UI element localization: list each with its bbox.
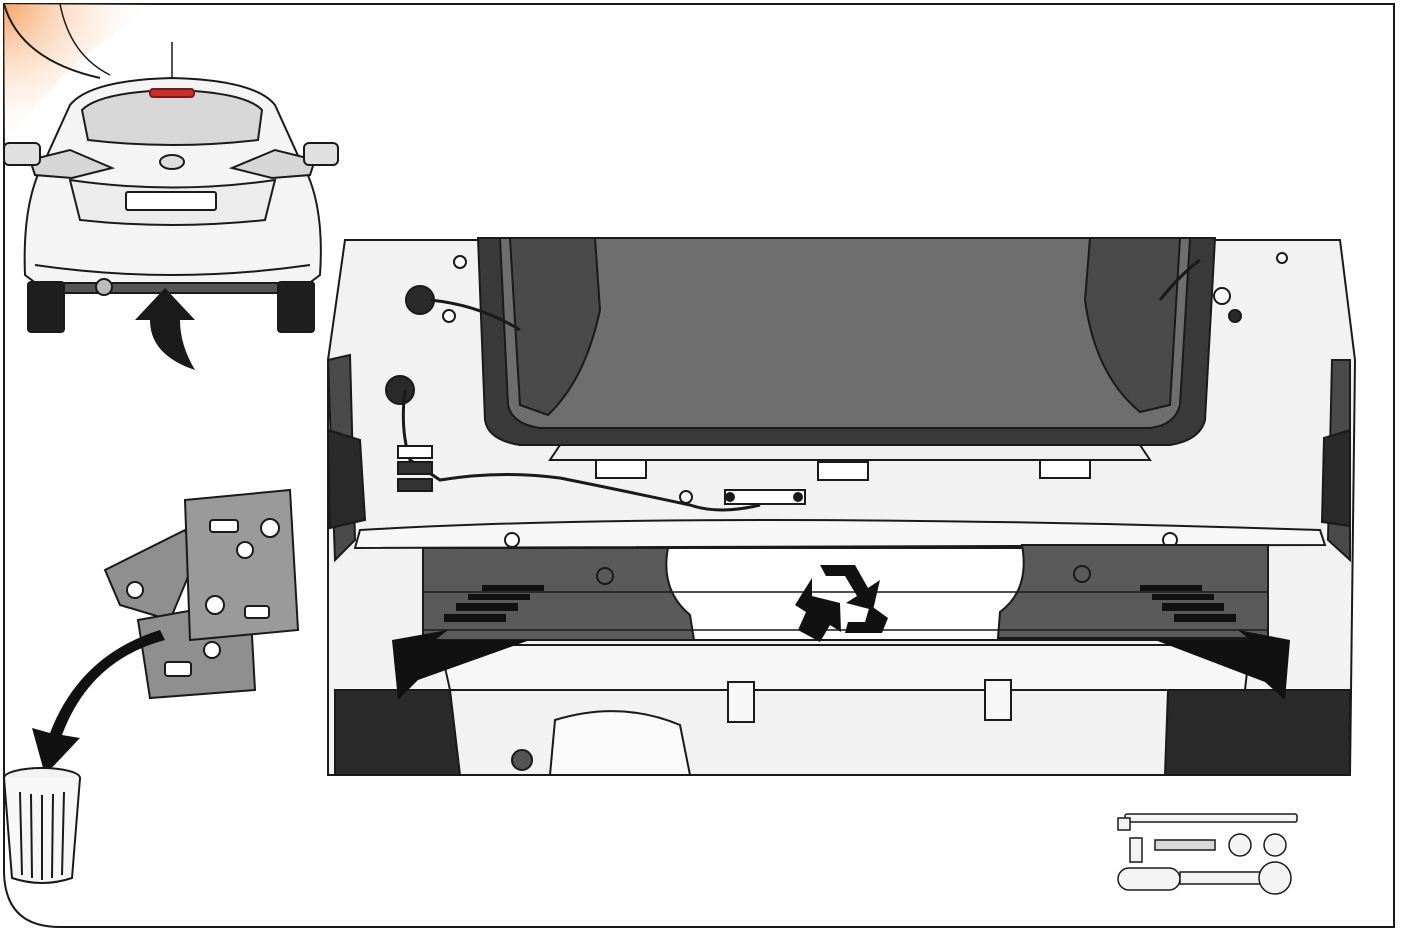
bumper-beam-detail (326, 237, 1357, 776)
recycle-icon (795, 565, 888, 642)
bracket-parts (103, 488, 300, 700)
discard-arrow-icon (32, 630, 165, 775)
page-frame (3, 3, 1395, 928)
remove-arrow-left-icon (392, 585, 544, 700)
remove-arrow-right-icon (1140, 585, 1290, 700)
curved-arrow-up-icon (135, 288, 195, 370)
toolset-icon (1117, 813, 1298, 895)
corner-accent (3, 3, 160, 150)
car-rear-overview (3, 42, 339, 333)
trash-bin-icon (3, 767, 81, 884)
